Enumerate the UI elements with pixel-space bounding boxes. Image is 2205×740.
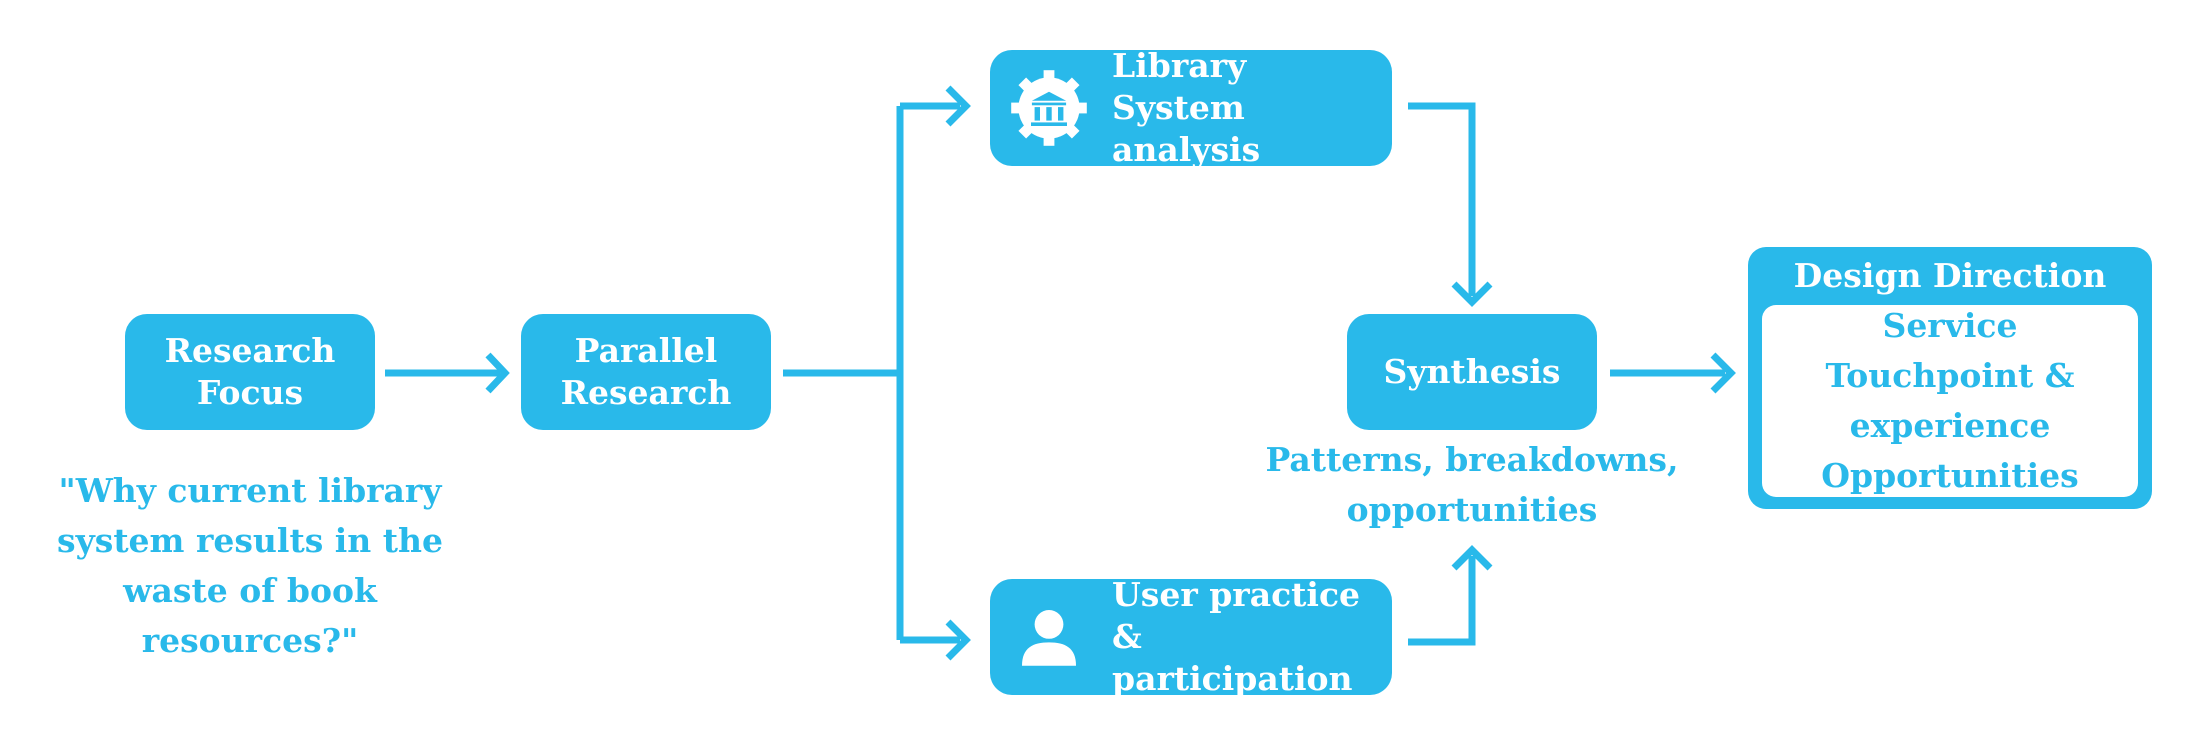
node-label-line: Synthesis: [1383, 352, 1561, 391]
design-direction-line: Opportunities: [1821, 456, 2079, 495]
caption-line: opportunities: [1346, 490, 1598, 529]
node-user-practice-participation: User practice & participation: [990, 575, 1392, 698]
caption-line: Patterns, breakdowns,: [1265, 440, 1679, 479]
node-label-line: Focus: [196, 373, 304, 412]
caption-line: "Why current library: [58, 471, 442, 510]
node-research-focus: Research Focus: [125, 314, 375, 430]
node-label-line: Library: [1112, 46, 1247, 85]
edge-library-to-synthesis: [1408, 102, 1476, 296]
design-direction-line: Service: [1882, 306, 2018, 345]
node-label-line: & participation: [1112, 617, 1353, 698]
arrowhead: [485, 352, 510, 394]
edge-user-to-synthesis: [1408, 556, 1476, 646]
synthesis-note-caption: Patterns, breakdowns, opportunities: [1232, 435, 1712, 535]
design-direction-line: Touchpoint &: [1825, 356, 2075, 395]
user-icon: [1004, 592, 1094, 682]
library-gear-icon: [1004, 63, 1094, 153]
caption-line: waste of book: [123, 571, 377, 610]
caption-line: system results in the: [56, 521, 444, 560]
caption-line: resources?": [141, 621, 359, 660]
node-label-line: Research: [560, 373, 732, 412]
node-synthesis: Synthesis: [1347, 314, 1597, 430]
arrowhead: [945, 619, 971, 661]
node-label-line: User practice: [1112, 575, 1361, 614]
design-direction-content: Service Touchpoint & experience Opportun…: [1762, 305, 2138, 497]
node-label-line: System analysis: [1112, 88, 1261, 169]
design-direction-line: experience: [1849, 406, 2051, 445]
arrowhead: [1710, 352, 1736, 394]
research-question-caption: "Why current library system results in t…: [40, 466, 460, 666]
node-design-direction: Design Direction Service Touchpoint & ex…: [1748, 247, 2152, 509]
node-label-line: Research: [164, 331, 336, 370]
arrowhead: [945, 85, 971, 127]
arrowhead: [1451, 281, 1493, 307]
node-parallel-research: Parallel Research: [521, 314, 771, 430]
node-label-line: Parallel: [574, 331, 718, 370]
arrowhead: [1451, 545, 1493, 571]
design-direction-title: Design Direction: [1793, 256, 2107, 295]
node-library-system-analysis: Library System analysis: [990, 46, 1392, 169]
